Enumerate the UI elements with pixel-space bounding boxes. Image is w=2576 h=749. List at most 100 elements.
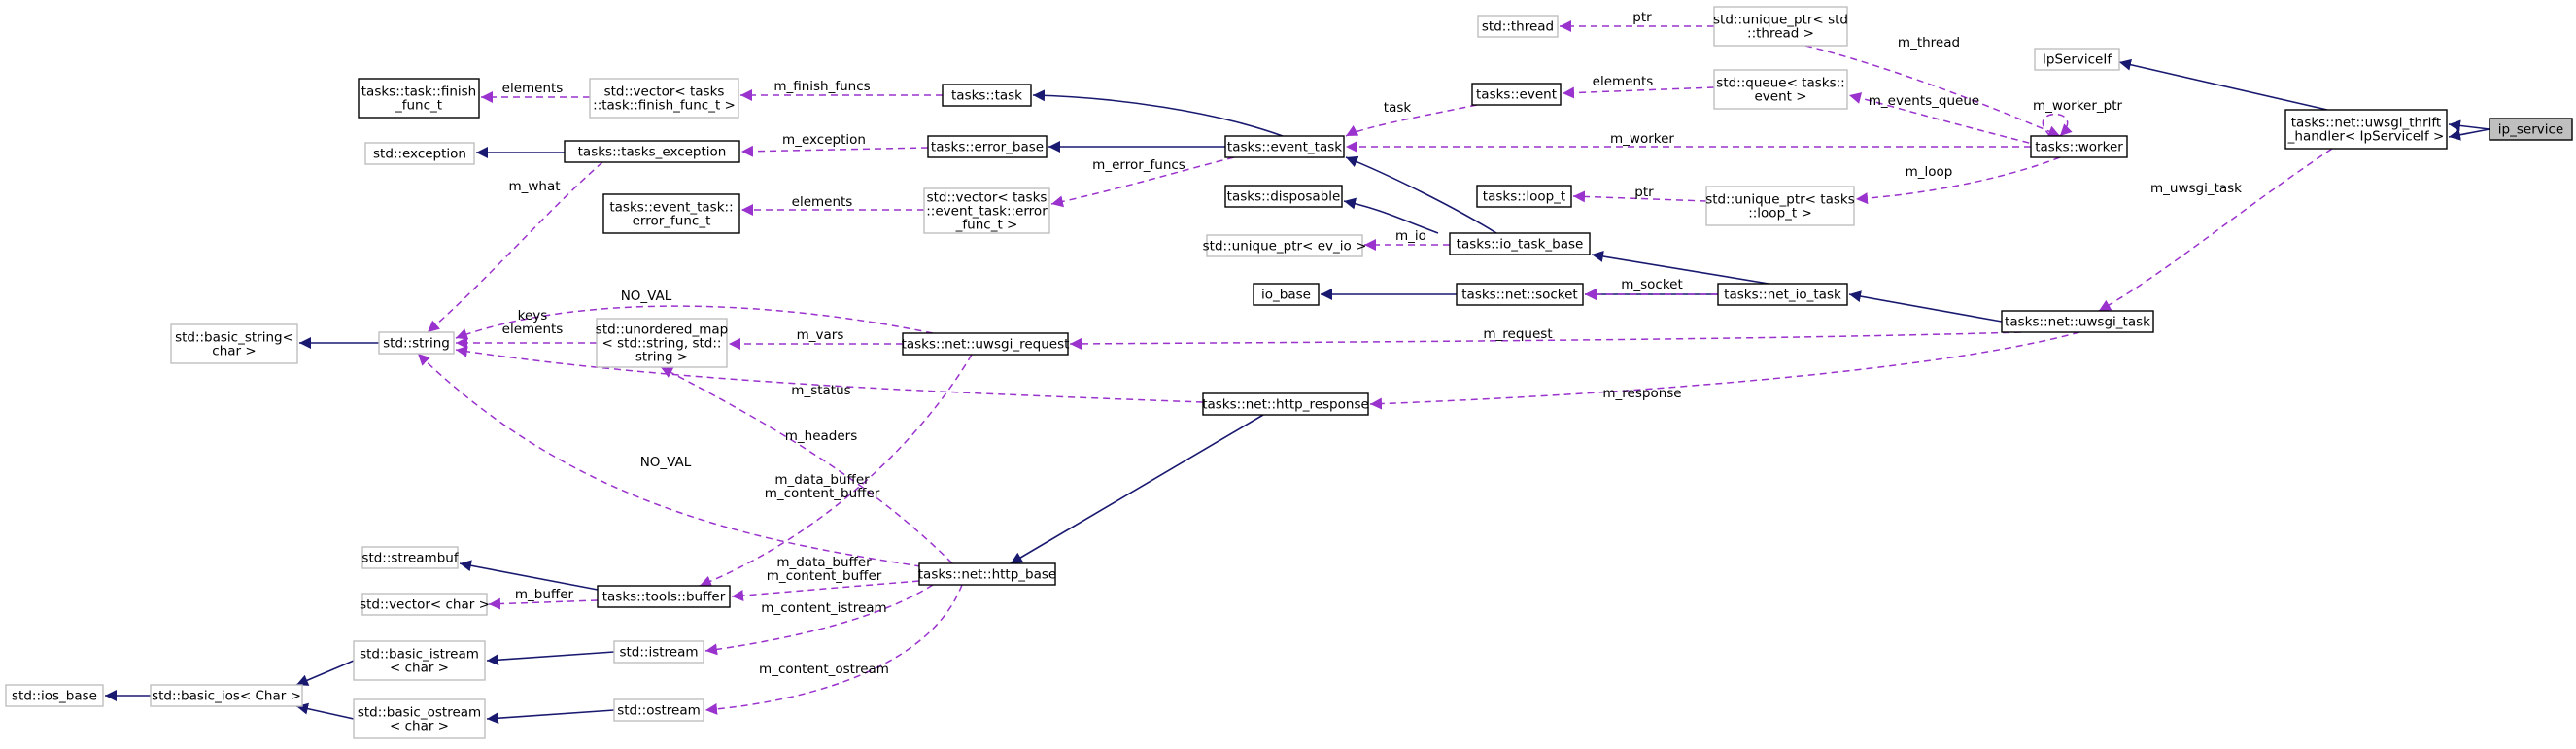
node-label: std::unique_ptr< std [1713,13,1848,28]
node-basic-istream[interactable]: std::basic_istream< char > [353,640,486,681]
edge-path [1369,331,2080,410]
node-loop-t[interactable]: tasks::loop_t [1476,185,1572,208]
node-tools-buffer[interactable]: tasks::tools::buffer [597,585,731,608]
node-box [1456,283,1584,306]
node-box [2030,135,2128,158]
node-std-istream[interactable]: std::istream [613,640,704,664]
edge-path [740,145,929,157]
node-label: tasks::event_task:: [609,200,733,216]
node-io-base[interactable]: io_base [1253,283,1320,306]
node-std-ostream[interactable]: std::ostream [613,698,704,722]
edge-label-m-content-istream: m_content_istream [761,600,886,616]
edge-label-buffers-request: m_content_buffer [765,486,880,501]
node-vector-finish[interactable]: std::vector< tasks::task::finish_func_t … [589,78,739,119]
edge-path [704,584,963,715]
node-ip-service[interactable]: ip_service [2489,118,2573,141]
usage-edge-40 [699,354,973,588]
node-label: std::vector< tasks [604,85,725,100]
node-disposable[interactable]: tasks::disposable [1224,185,1343,208]
edge-path [486,709,615,725]
node-std-thread[interactable]: std::thread [1477,15,1559,38]
edge-path [1591,251,1769,285]
node-ip-service-if[interactable]: IpServiceIf [2034,48,2120,71]
node-http-base[interactable]: tasks::net::http_base [918,562,1056,586]
node-label: ::event_task::error [926,204,1048,220]
node-basic-ios[interactable]: std::basic_ios< Char > [150,684,303,707]
inheritance-edge-46 [486,651,615,666]
node-unique-ptr-loop[interactable]: std::unique_ptr< tasks::loop_t > [1705,186,1855,226]
edge-path [699,354,973,588]
usage-edge-39 [417,353,934,569]
edge-path [1562,86,1715,99]
inheritance-edge-29 [1848,290,2003,323]
node-vector-error[interactable]: std::vector< tasks::event_task::error_fu… [923,187,1050,234]
node-box [613,698,704,722]
usage-edge-19 [1050,156,1235,208]
edge-path [1010,414,1264,564]
edge-label-m-uwsgi-task: m_uwsgi_task [2150,181,2242,196]
node-label: ::thread > [1747,26,1814,42]
node-uwsgi-request[interactable]: tasks::net::uwsgi_request [902,332,1070,356]
node-uwsgi-thrift-handler[interactable]: tasks::net::uwsgi_thrift_handler< IpServ… [2284,109,2448,150]
node-box [1713,6,1848,47]
edge-path [731,580,920,601]
node-box [361,593,488,616]
node-unique-ptr-thread[interactable]: std::unique_ptr< std::thread > [1713,6,1848,47]
node-label: _func_t > [955,218,1018,233]
node-http-response[interactable]: tasks::net::http_response [1202,392,1369,416]
node-label: tasks::error_base [931,140,1044,155]
node-event-task-error-func[interactable]: tasks::event_task::error_func_t [602,193,740,234]
node-task[interactable]: tasks::task [942,84,1032,107]
node-box [364,142,475,165]
node-event-task[interactable]: tasks::event_task [1224,135,1345,158]
inheritance-edge-22 [1343,197,1439,234]
node-unique-ptr-ev-io[interactable]: std::unique_ptr< ev_io > [1203,234,1367,257]
node-event[interactable]: tasks::event [1471,83,1562,106]
node-box [353,698,486,739]
node-net-io-task[interactable]: tasks::net_io_task [1717,283,1848,306]
node-worker[interactable]: tasks::worker [2030,135,2128,158]
edge-label-thread-ptr: ptr [1632,10,1652,25]
node-queue-event[interactable]: std::queue< tasks::event > [1713,69,1848,110]
usage-edge-44 [704,584,934,656]
node-std-streambuf[interactable]: std::streambuf [361,546,460,569]
node-box [1253,283,1320,306]
usage-edge-17 [740,145,929,157]
node-tasks-exception[interactable]: tasks::tasks_exception [564,140,740,163]
node-box [613,640,704,664]
inheritance-edge-49 [295,702,355,720]
node-std-string[interactable]: std::string [378,331,455,355]
node-box [1471,83,1562,106]
node-label: tasks::task::finish [361,85,476,100]
usage-edge-31 [1369,331,2080,410]
node-unordered-map[interactable]: std::unordered_map< std::string, std::st… [596,318,728,368]
node-finish-func-t[interactable]: tasks::task::finish_func_t [358,78,480,119]
node-std-ios-base[interactable]: std::ios_base [5,684,104,707]
inheritance-edge-23 [1345,155,1497,234]
usage-edge-6 [1848,92,2042,147]
node-error-base[interactable]: tasks::error_base [927,135,1048,158]
node-label: tasks::tools::buffer [602,590,726,605]
edge-path [1345,155,1497,234]
edge-path [2448,119,2490,132]
node-label: < char > [390,719,449,734]
node-label: std::ostream [617,703,701,719]
usage-edge-43 [488,597,599,610]
node-vector-char[interactable]: std::vector< char > [360,593,490,616]
edge-path [1804,45,2061,137]
node-net-socket[interactable]: tasks::net::socket [1456,283,1584,306]
node-basic-string[interactable]: std::basic_string<char > [170,323,298,364]
edge-path [1848,290,2003,323]
node-label: std::ios_base [12,689,97,704]
node-label: tasks::worker [2035,140,2123,155]
node-uwsgi-task[interactable]: tasks::net::uwsgi_task [2001,310,2154,333]
node-std-exception[interactable]: std::exception [364,142,475,165]
node-basic-ostream[interactable]: std::basic_ostream< char > [353,698,486,739]
node-io-task-base[interactable]: tasks::io_task_base [1449,232,1591,255]
inheritance-edge-0 [2448,119,2490,132]
edge-label-m-status: m_status [791,383,850,398]
node-box [2001,310,2154,333]
node-box [1224,135,1345,158]
edge-label-buffers-base: m_content_buffer [767,568,882,584]
node-box [1717,283,1848,306]
